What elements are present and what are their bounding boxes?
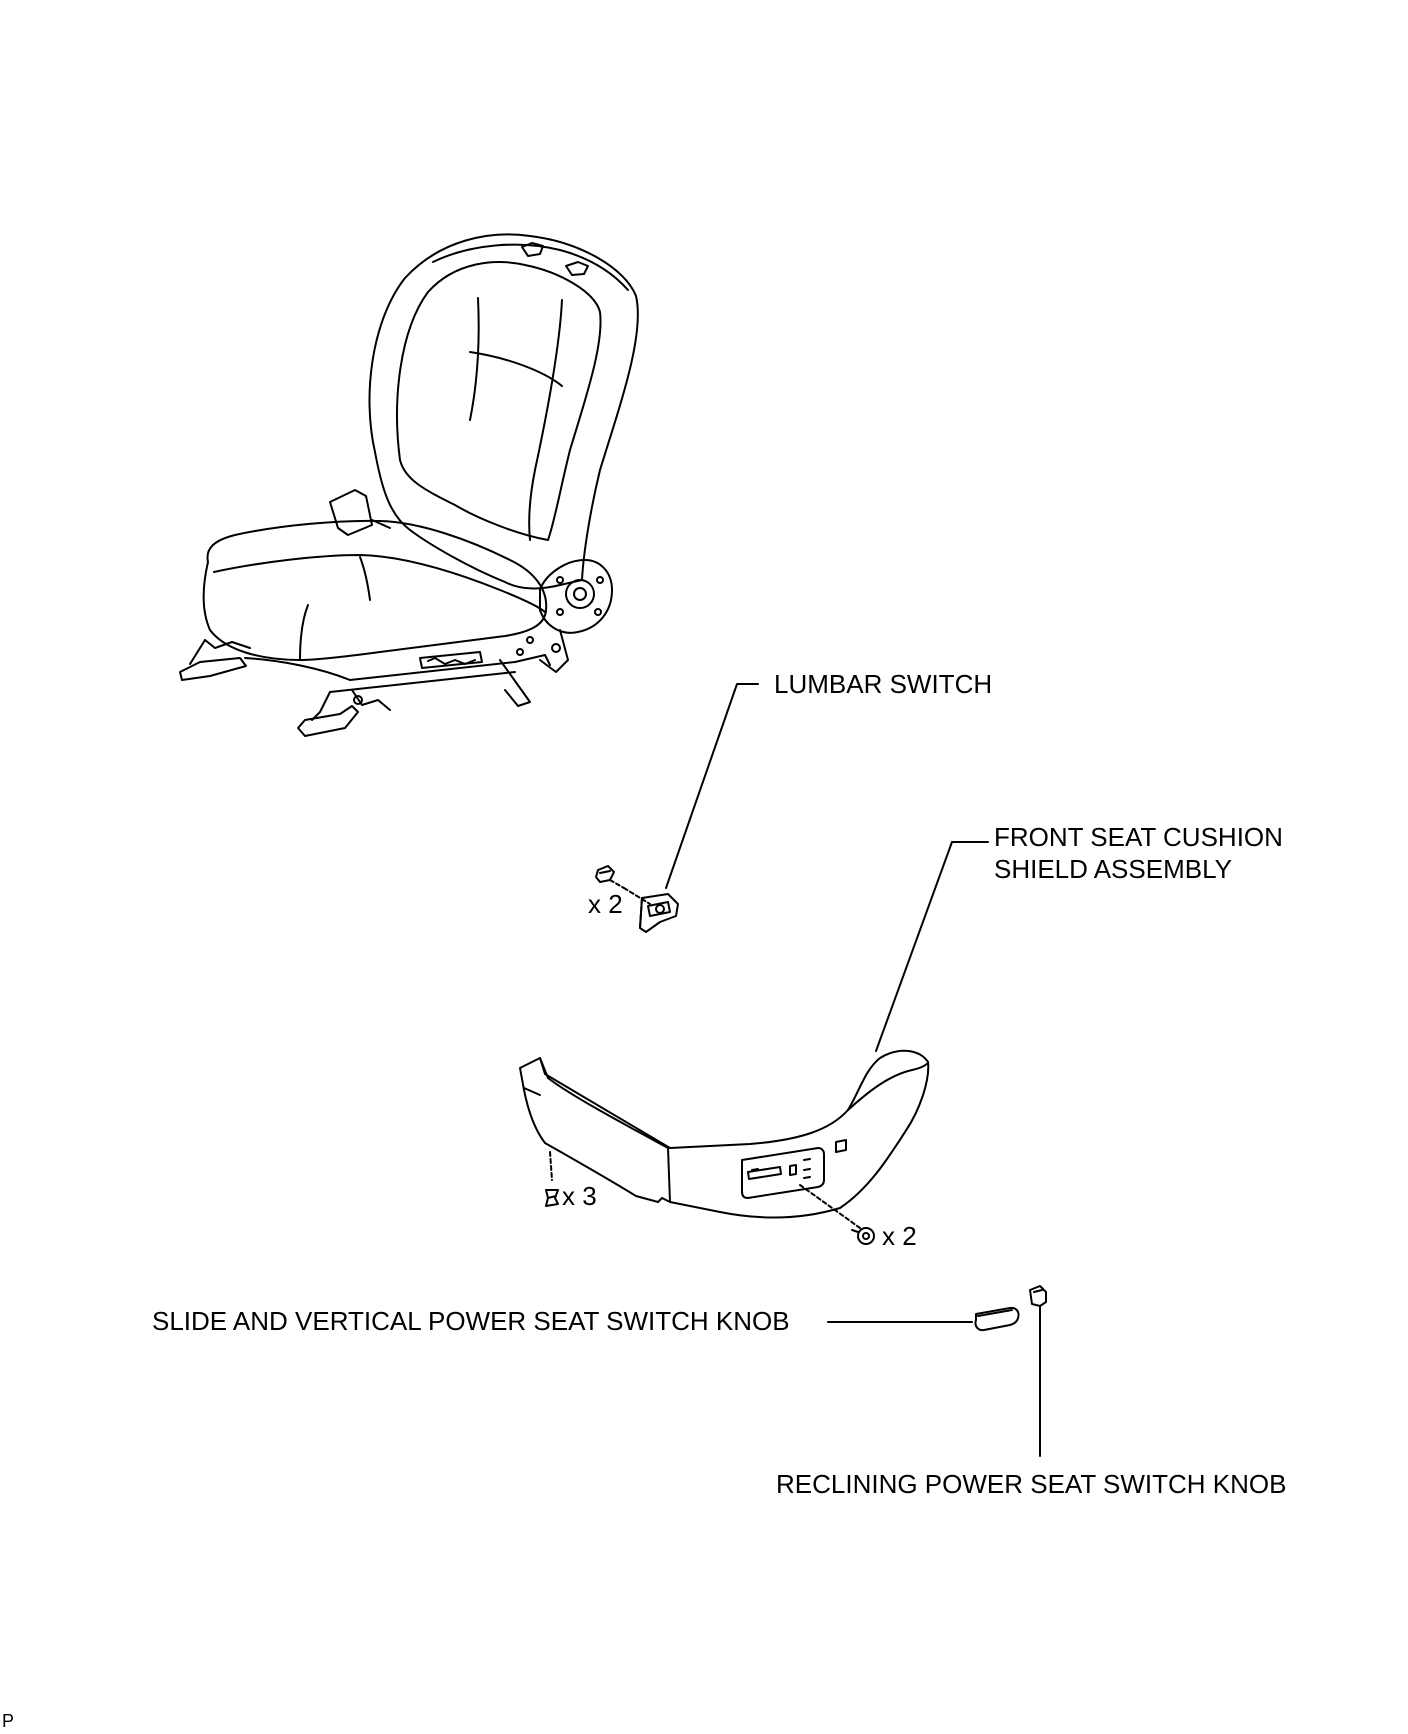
lumbar-switch-part	[596, 684, 758, 932]
shield-leader-line	[876, 842, 988, 1051]
lumbar-screw-quantity: x 2	[588, 889, 623, 919]
lumbar-leader-line	[666, 684, 758, 888]
reclining-knob-icon	[1030, 1286, 1046, 1306]
slide-vertical-knob-label: SLIDE AND VERTICAL POWER SEAT SWITCH KNO…	[152, 1306, 790, 1336]
cushion-shield-part	[520, 842, 988, 1244]
headrest-guide-right	[566, 262, 588, 275]
corner-mark: P	[2, 1711, 15, 1731]
slide-vertical-knob-icon	[975, 1308, 1018, 1330]
shield-screw-left-quantity: x 3	[562, 1181, 597, 1211]
cushion-shield-label-line1: FRONT SEAT CUSHION	[994, 822, 1283, 852]
shield-screw-right-quantity: x 2	[882, 1221, 917, 1251]
cushion-shield-label-line2: SHIELD ASSEMBLY	[994, 854, 1232, 884]
slide-vertical-knob-part	[828, 1308, 1019, 1330]
seat-belt-buckle	[330, 490, 372, 535]
reclining-knob-label: RECLINING POWER SEAT SWITCH KNOB	[776, 1469, 1287, 1499]
reclining-knob-part	[1030, 1286, 1046, 1456]
lumbar-switch-label: LUMBAR SWITCH	[774, 669, 993, 699]
shield-screw-right-icon	[852, 1228, 874, 1244]
recliner-mechanism	[540, 560, 612, 672]
seat-rails	[180, 637, 550, 736]
lumbar-switch-icon	[640, 894, 678, 932]
front-seat-illustration	[180, 234, 638, 736]
headrest-guide-left	[522, 243, 543, 256]
power-seat-switch-bezel	[742, 1148, 824, 1198]
